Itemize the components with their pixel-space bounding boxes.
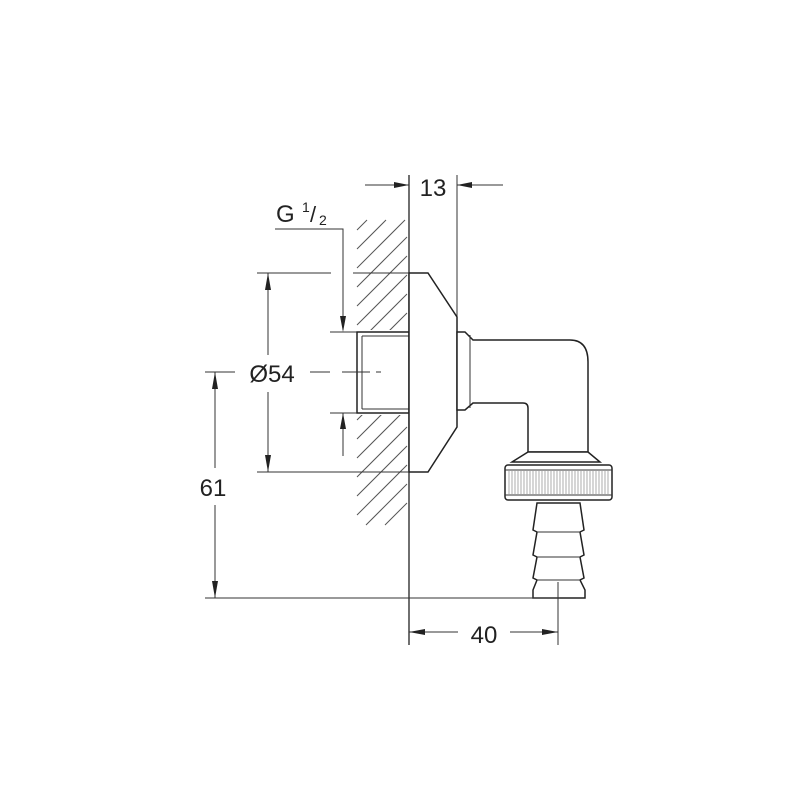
hatch-line xyxy=(356,219,368,231)
hatch-line xyxy=(356,236,408,288)
hatch-line xyxy=(356,464,408,516)
dimension-13: 13 xyxy=(365,175,503,202)
elbow-body xyxy=(456,331,603,463)
thread-callout: G 1 / 2 xyxy=(275,199,357,456)
hatch-line xyxy=(365,483,408,526)
hatch-line xyxy=(384,502,408,526)
flange-rosette xyxy=(408,272,458,473)
hatch-line xyxy=(356,274,408,326)
hatch-line xyxy=(356,426,408,478)
hatch-line xyxy=(356,445,408,497)
hose-tail xyxy=(532,502,586,645)
dimension-label-54: Ø54 xyxy=(249,361,294,388)
fraction-slash: / xyxy=(310,202,317,227)
dimension-label-40: 40 xyxy=(471,622,498,649)
dimension-40: 40 xyxy=(409,622,558,649)
dimension-61: 61 xyxy=(200,371,560,599)
thread-fraction-denominator: 2 xyxy=(319,212,327,228)
dimension-diameter-54: Ø54 xyxy=(249,272,409,473)
union-nut xyxy=(504,464,613,501)
thread-label: G xyxy=(276,201,295,228)
dimension-label-13: 13 xyxy=(420,175,447,202)
hatch-line xyxy=(356,407,408,459)
hatch-line xyxy=(356,255,408,307)
hatch-line xyxy=(356,219,387,250)
dimension-label-61: 61 xyxy=(200,475,227,502)
thread-fraction-numerator: 1 xyxy=(302,199,310,215)
hatch-line xyxy=(356,219,406,269)
